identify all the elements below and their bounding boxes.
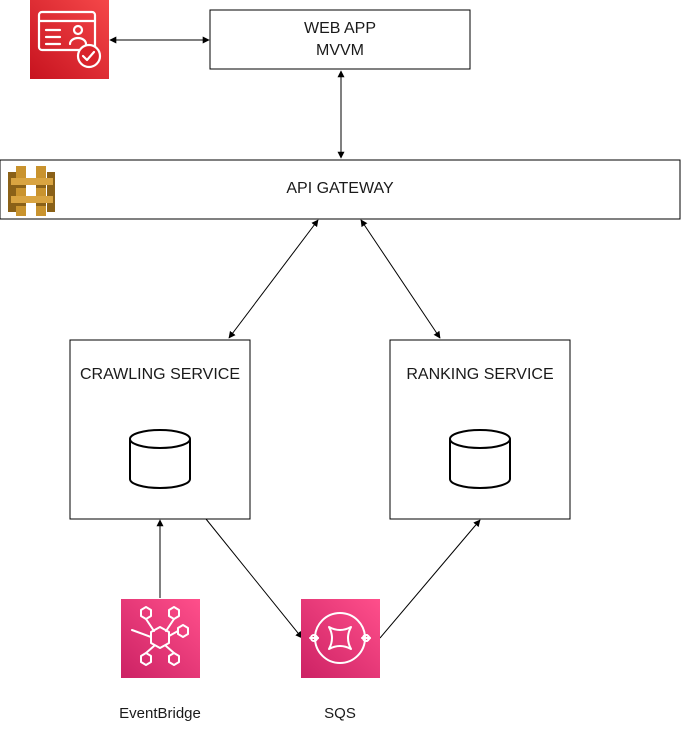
eventbridge-icon	[121, 599, 200, 678]
ranking-service-label: RANKING SERVICE	[406, 366, 553, 383]
webapp-node: WEB APP MVVM	[209, 9, 471, 70]
ranking-service-node: RANKING SERVICE	[389, 339, 571, 520]
webapp-subtitle: MVVM	[316, 42, 364, 59]
database-icon	[129, 429, 191, 489]
api-gateway-icon	[8, 166, 55, 216]
sqs-icon	[301, 599, 380, 678]
sqs-caption: SQS	[324, 705, 356, 722]
database-icon	[449, 429, 511, 489]
arrow-sqs-ranking	[379, 519, 481, 639]
webapp-title: WEB APP	[304, 20, 376, 37]
gateway-node: API GATEWAY	[0, 159, 681, 220]
gateway-label: API GATEWAY	[286, 180, 394, 197]
eventbridge-caption: EventBridge	[119, 705, 201, 722]
arrow-crawling-sqs	[205, 518, 303, 639]
identity-verification-icon	[30, 0, 109, 79]
crawling-service-node: CRAWLING SERVICE	[69, 339, 251, 520]
arrow-gateway-ranking	[360, 219, 441, 339]
connectors	[109, 36, 481, 639]
crawling-service-label: CRAWLING SERVICE	[80, 366, 240, 383]
arrow-gateway-crawling	[228, 219, 319, 339]
